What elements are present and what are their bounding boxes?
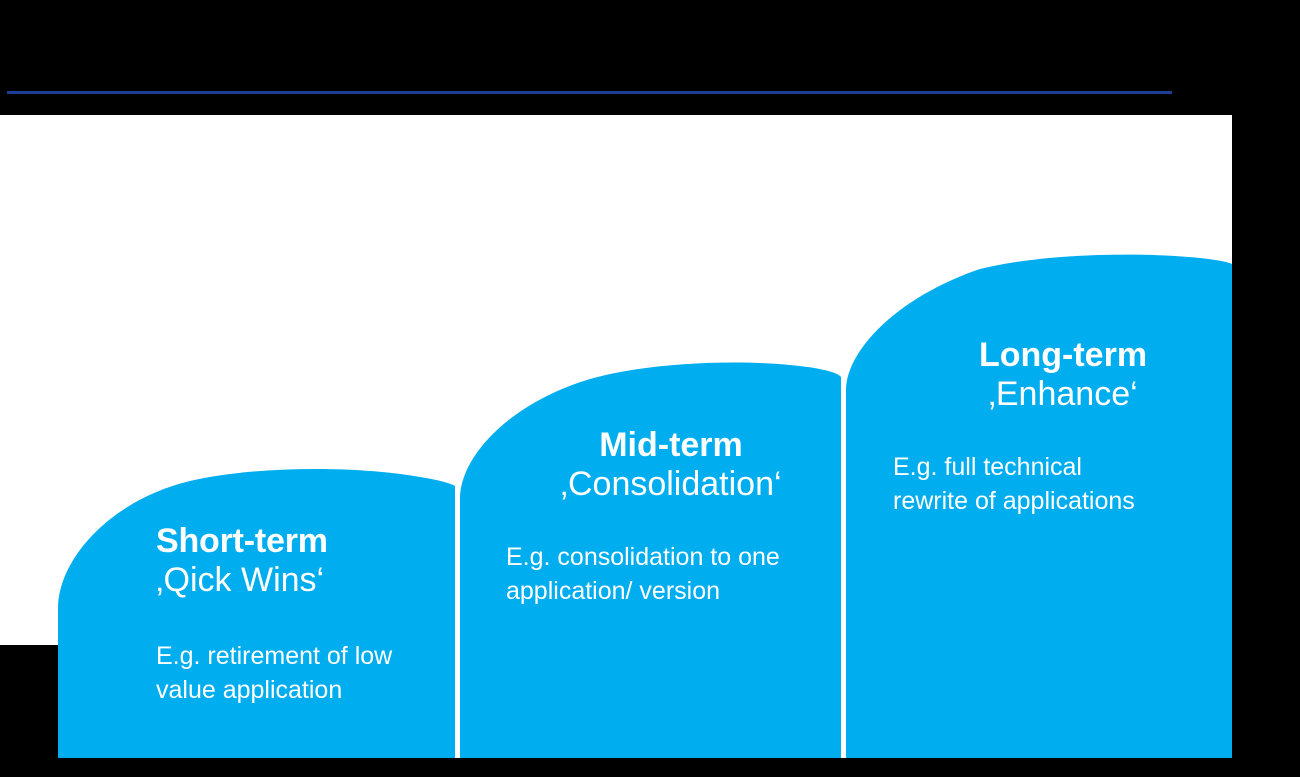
stage-body-line: value application (156, 676, 343, 705)
stage-body-line: E.g. retirement of low (156, 642, 393, 671)
stage-shape-short-term[interactable] (58, 468, 455, 758)
stage-title-long-term: Long-term (978, 336, 1148, 374)
stage-title-short-term: Short-term (156, 522, 328, 560)
stage-title-mid-term: Mid-term (599, 426, 743, 464)
stage-shape-long-term[interactable] (846, 254, 1232, 759)
stage-shape-mid-term[interactable] (460, 362, 841, 758)
stage-subtitle-mid-term: ‚Consolidation‘ (560, 464, 782, 503)
stage-subtitle-short-term: ‚Qick Wins‘ (156, 560, 325, 599)
stage-separator-1 (455, 484, 460, 777)
stage-separator-2 (841, 374, 846, 777)
stage-body-line: application/ version (506, 577, 721, 606)
stage-body-short-term: E.g. retirement of low value application (156, 640, 456, 708)
stage-body-long-term: E.g. full technical rewrite of applicati… (893, 451, 1233, 519)
stage-text-long-term: Long-term ‚Enhance‘ E.g. full technical … (893, 338, 1233, 519)
stage-text-short-term: Short-term ‚Qick Wins‘ E.g. retirement o… (156, 524, 456, 708)
top-horizontal-rule (7, 91, 1172, 94)
black-bottom-strip (0, 758, 1300, 777)
black-bottom-left-block (0, 645, 58, 777)
stage-text-mid-term: Mid-term ‚Consolidation‘ E.g. consolidat… (506, 428, 836, 609)
stage-body-line: rewrite of applications (893, 487, 1135, 516)
stage-body-line: E.g. consolidation to one (506, 543, 780, 572)
black-right-column (1232, 231, 1300, 777)
stage-body-mid-term: E.g. consolidation to one application/ v… (506, 541, 836, 609)
stage-subtitle-long-term: ‚Enhance‘ (988, 374, 1138, 413)
stage-body-line: E.g. full technical (893, 453, 1082, 482)
